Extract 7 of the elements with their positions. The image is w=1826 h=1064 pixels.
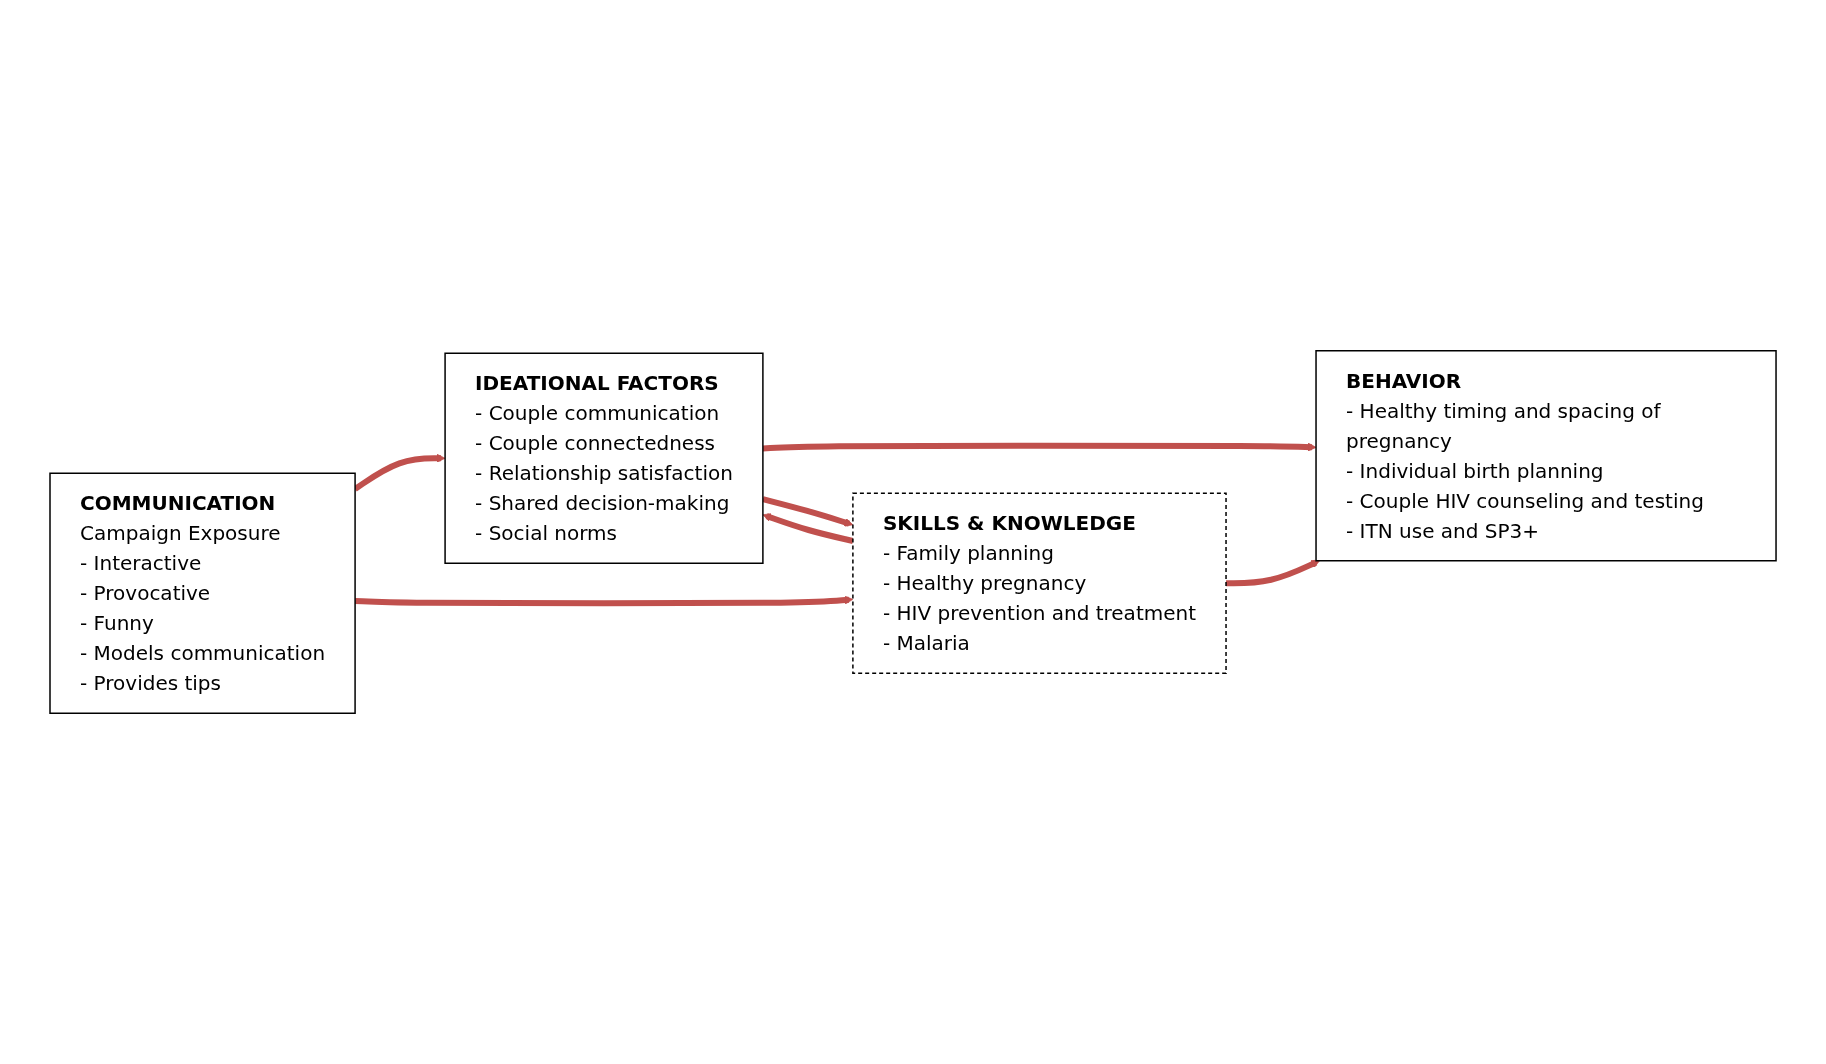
node-box: BEHAVIOR - Healthy timing and spacing of pregnancy - Individual birth planning - Couple HIV counseling and testing - ITN use and SP3+	[1315, 350, 1777, 562]
arrow	[353, 453, 446, 492]
arrow	[1226, 559, 1320, 587]
arrow	[762, 442, 1317, 452]
node-box: IDEATIONAL FACTORS - Couple communication - Couple connectedness - Relationship satisfaction - Shared decision-making - Social norms	[444, 352, 764, 564]
node-box: COMMUNICATION Campaign Exposure - Interactive - Provocative - Funny - Models communication - Provides tips	[49, 472, 356, 714]
node-box: SKILLS & KNOWLEDGE - Family planning - Healthy pregnancy - HIV prevention and treatment - Malaria	[852, 492, 1227, 674]
